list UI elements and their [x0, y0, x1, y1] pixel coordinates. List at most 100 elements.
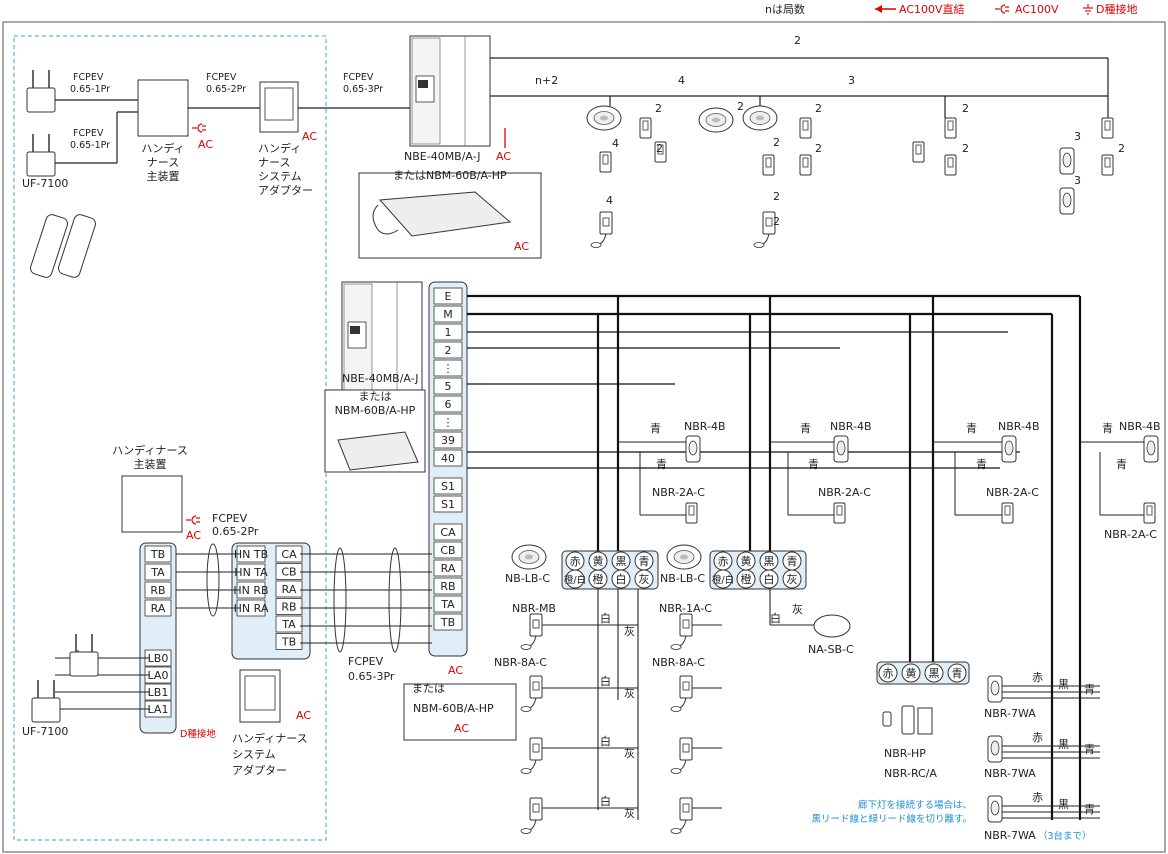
terminal-cell-label: LB1: [148, 686, 169, 699]
junction-terminal-label: 青: [787, 555, 798, 568]
exchange-label: NBE-40MB/A-J: [404, 150, 481, 163]
terminal-cell-label: 40: [441, 452, 455, 465]
terminal-cell-label: S1: [441, 480, 455, 493]
terminal-cell-label: 5: [445, 380, 452, 393]
junction-terminal-label: 赤: [570, 555, 581, 568]
nbr-mb-label: NBR-MB: [512, 602, 556, 615]
terminal-cell-label: TB: [281, 636, 296, 649]
terminal-cell: [433, 449, 463, 467]
nbr-4b-label: NBR-4B: [998, 420, 1040, 433]
terminal-cell-label: HN TA: [234, 566, 268, 579]
terminal-cell-label: TB: [440, 616, 455, 629]
wire-blue-label: 青: [800, 422, 811, 435]
call-button-icon: [590, 211, 613, 248]
terminal-cell: [433, 431, 463, 449]
terminal-cell: [275, 633, 303, 650]
junction-terminal-label: 青: [952, 667, 963, 680]
wire-gray-label: 灰: [624, 686, 635, 700]
junction-terminal-label: 灰: [639, 572, 650, 586]
terminal-cell-label: HN RA: [234, 602, 269, 615]
terminal-cell-label: CB: [440, 544, 455, 557]
terminal-cell-label: ⋮: [443, 416, 454, 429]
terminal-cell: [433, 613, 463, 631]
terminal-cell-label: 1: [445, 326, 452, 339]
count-label: 2: [1118, 142, 1125, 155]
junction-terminal: [901, 663, 921, 683]
uf7100-label: UF-7100: [22, 725, 68, 738]
terminal-cell-label: RA: [282, 583, 297, 596]
terminal-cell: [433, 287, 463, 305]
wire-white-label: 白: [600, 794, 611, 808]
wire-blue-label: 青: [808, 458, 819, 471]
terminal-cell-label: ⋮: [443, 362, 454, 375]
junction-terminal-label: 赤: [718, 555, 729, 568]
junction-box: 赤黄黒青橙/白橙白灰: [561, 550, 659, 590]
terminal-cell: [433, 395, 463, 413]
call-button-icon: [753, 211, 776, 248]
legend-station-count: nは局数: [765, 3, 805, 16]
terminal-cell-label: TB: [150, 548, 165, 561]
junction-terminal-label: 橙/白: [712, 574, 734, 586]
ground-icon: [1083, 4, 1093, 15]
room-station-group: [685, 435, 1159, 524]
junction-terminal-label: 黄: [906, 666, 917, 680]
count-label: 3: [848, 74, 855, 87]
console-icon: [337, 431, 419, 471]
count-label: 4: [612, 137, 619, 150]
count-label: 4: [606, 194, 613, 207]
terminal-cell: [433, 577, 463, 595]
terminal-cell-label: CB: [281, 566, 296, 579]
junction-terminal: [588, 569, 608, 589]
junction-terminal-label: 橙: [741, 572, 752, 586]
phone-icon: [1101, 117, 1114, 139]
terminal-cell-label: RA: [441, 562, 456, 575]
wire-gray-label: 灰: [624, 806, 635, 820]
count-label: 2: [815, 142, 822, 155]
junction-terminal: [736, 569, 756, 589]
phone-icon: [799, 154, 812, 176]
count-label: n+2: [535, 74, 558, 87]
terminal-cell-label: M: [443, 308, 453, 321]
count-label: 2: [773, 136, 780, 149]
ac-label: AC: [198, 138, 213, 151]
wire-blue-label: 青: [1116, 458, 1127, 471]
lamp-icon: [1059, 147, 1075, 175]
wire-white-label: 白: [600, 611, 611, 625]
terminal-cell-label: LA1: [148, 703, 169, 716]
junction-terminal: [878, 663, 898, 683]
speaker-icon: [698, 107, 734, 133]
junction-terminal: [782, 569, 802, 589]
nbr-8a-label: NBR-8A-C: [494, 656, 547, 669]
wire-red-label: 赤: [1032, 731, 1043, 744]
ac-label: AC: [454, 722, 469, 735]
junction-terminal-label: 橙/白: [564, 574, 586, 586]
terminal-cell-label: RB: [281, 601, 296, 614]
terminal-cell-label: E: [445, 290, 452, 303]
count-label: 2: [773, 215, 780, 228]
junction-terminal-label: 白: [616, 572, 627, 586]
wire-blue-label: 青: [1084, 683, 1095, 696]
count-label: 3: [1074, 174, 1081, 187]
exchange-unit: [409, 35, 491, 147]
speaker-icon: [742, 105, 778, 131]
nbr-7wa-label: NBR-7WA: [984, 707, 1036, 720]
terminal-cell-label: TA: [281, 618, 296, 631]
adapter-label: ハンディナースシステムアダプター: [258, 141, 313, 197]
count-label: 3: [1074, 130, 1081, 143]
nbr-7wa-stations: [987, 675, 1003, 823]
terminal-cell: [433, 413, 463, 431]
wire-black-label: 黒: [1058, 738, 1069, 751]
alt-console-label: またはNBM-60B/A-HP: [393, 169, 507, 182]
phone-icon: [599, 151, 612, 173]
terminal-cell: [433, 541, 463, 559]
terminal-cell-label: HN TB: [234, 548, 268, 561]
junction-terminal: [634, 569, 654, 589]
main-unit-label: ハンディナース主装置: [112, 443, 188, 471]
junction-terminal: [924, 663, 944, 683]
terminal-cell-label: TA: [440, 598, 455, 611]
wire-red-label: 赤: [1032, 791, 1043, 804]
nbr-8a-label: NBR-8A-C: [652, 656, 705, 669]
